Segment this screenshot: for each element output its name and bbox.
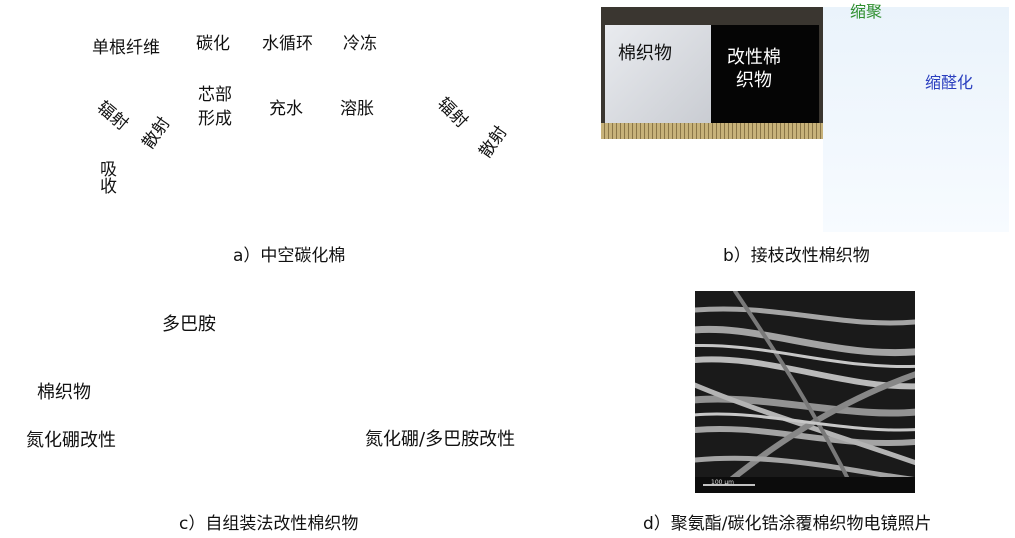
cotton-band <box>9 369 126 419</box>
sem-scale-bar: 100 µm <box>711 479 735 486</box>
fill-water-label: 充水 <box>269 99 303 119</box>
chem-oh-7: OH <box>944 185 958 195</box>
condensation-label: 缩聚 <box>850 2 883 21</box>
chem-o-3: O <box>790 145 797 155</box>
chem-oh-c1: OH <box>246 319 260 329</box>
ruler <box>601 123 823 139</box>
bn-mod-label: 氮化硼改性 <box>26 430 116 451</box>
formation-label: 形成 <box>198 109 232 129</box>
step-freeze: 冷冻 <box>343 34 377 54</box>
fabric-photo <box>601 7 823 139</box>
modified-label-2: 织物 <box>736 70 772 91</box>
absorb-label-left: 吸收 <box>96 160 116 194</box>
chem-oh-c3: OH <box>304 315 318 325</box>
cotton-label-c: 棉织物 <box>37 382 91 403</box>
fiber-raw <box>172 11 200 117</box>
white-fabric-swatch <box>605 25 713 123</box>
pda-chains-top <box>247 319 359 383</box>
acetal-ring <box>879 87 961 169</box>
step-arrows <box>198 55 395 69</box>
chem-o-1: O <box>620 169 627 179</box>
coated-band <box>239 374 363 425</box>
scheme-background <box>823 7 1009 232</box>
radiation-arrow-right <box>419 95 466 152</box>
caption-b: b）接枝改性棉织物 <box>723 246 870 266</box>
absorb-arrow-left <box>118 198 136 216</box>
fiber-hollow <box>379 7 413 103</box>
chem-oh-8: OH <box>968 171 982 181</box>
radiation-arrow-left <box>64 95 132 156</box>
chem-o-2: O <box>694 133 701 143</box>
chem-nh-2: NH <box>846 67 860 77</box>
chem-oh-4: OH <box>664 131 678 141</box>
chem-oh-c2: OH <box>276 309 290 319</box>
dopamine-label: 多巴胺 <box>162 314 216 335</box>
caption-c: c）自组装法改性棉织物 <box>179 514 359 534</box>
transform-arrow <box>342 170 356 182</box>
carbonized-fabric <box>352 140 545 228</box>
chem-oh-c4: OH <box>332 315 346 325</box>
chem-oh-5: OH <box>690 168 704 178</box>
chem-oh-9: OH <box>988 163 1002 173</box>
chem-oh-6: OH <box>920 196 934 206</box>
acetal-label: 缩醛化 <box>925 73 974 92</box>
caption-d: d）聚氨酯/碳化锆涂覆棉织物电镜照片 <box>643 514 932 534</box>
core-label: 芯部 <box>198 85 232 105</box>
fiber-carbonized <box>253 11 279 115</box>
chem-o-6: O <box>982 135 989 145</box>
absorb-label-right: 吸收 <box>439 158 459 192</box>
single-fiber-label: 单根纤维 <box>92 38 160 58</box>
chem-nh2: NH₂ <box>212 371 230 381</box>
cotton-label-b: 棉织物 <box>618 43 672 64</box>
chem-nh-4: NH <box>896 113 910 123</box>
caption-a: a）中空碳化棉 <box>233 246 346 266</box>
chem-o-5: O <box>948 139 955 149</box>
chem-o-4: O <box>928 141 935 151</box>
sem-photo: 100 µm <box>695 291 915 493</box>
absorb-arrow-right <box>452 196 473 215</box>
bn-pda-band <box>419 371 541 420</box>
scatter-arrow-left <box>124 98 160 156</box>
raw-fabric <box>78 150 205 228</box>
step-water-cycle: 水循环 <box>262 34 313 54</box>
chem-ho-2: HO <box>150 387 164 397</box>
scatter-arrow-right <box>460 110 488 152</box>
step-carbonize: 碳化 <box>196 34 230 54</box>
chem-ho-1: HO <box>150 353 164 363</box>
modified-label-1: 改性棉 <box>727 47 781 68</box>
chem-catalyst: H⁺ <box>762 169 774 179</box>
chem-oh-3: OH <box>654 195 668 205</box>
chem-nh-1: NH <box>742 161 756 171</box>
condensation-ring <box>809 27 935 153</box>
chem-oh-2: OH <box>626 199 640 209</box>
black-fabric-swatch <box>711 25 819 123</box>
pda-chains-bottom <box>246 413 358 464</box>
bn-pda-mod-label: 氮化硼/多巴胺改性 <box>365 429 516 450</box>
chem-oh-1: OH <box>604 150 618 160</box>
swell-label: 溶胀 <box>340 99 374 119</box>
chem-nh-3: NH <box>845 129 859 139</box>
